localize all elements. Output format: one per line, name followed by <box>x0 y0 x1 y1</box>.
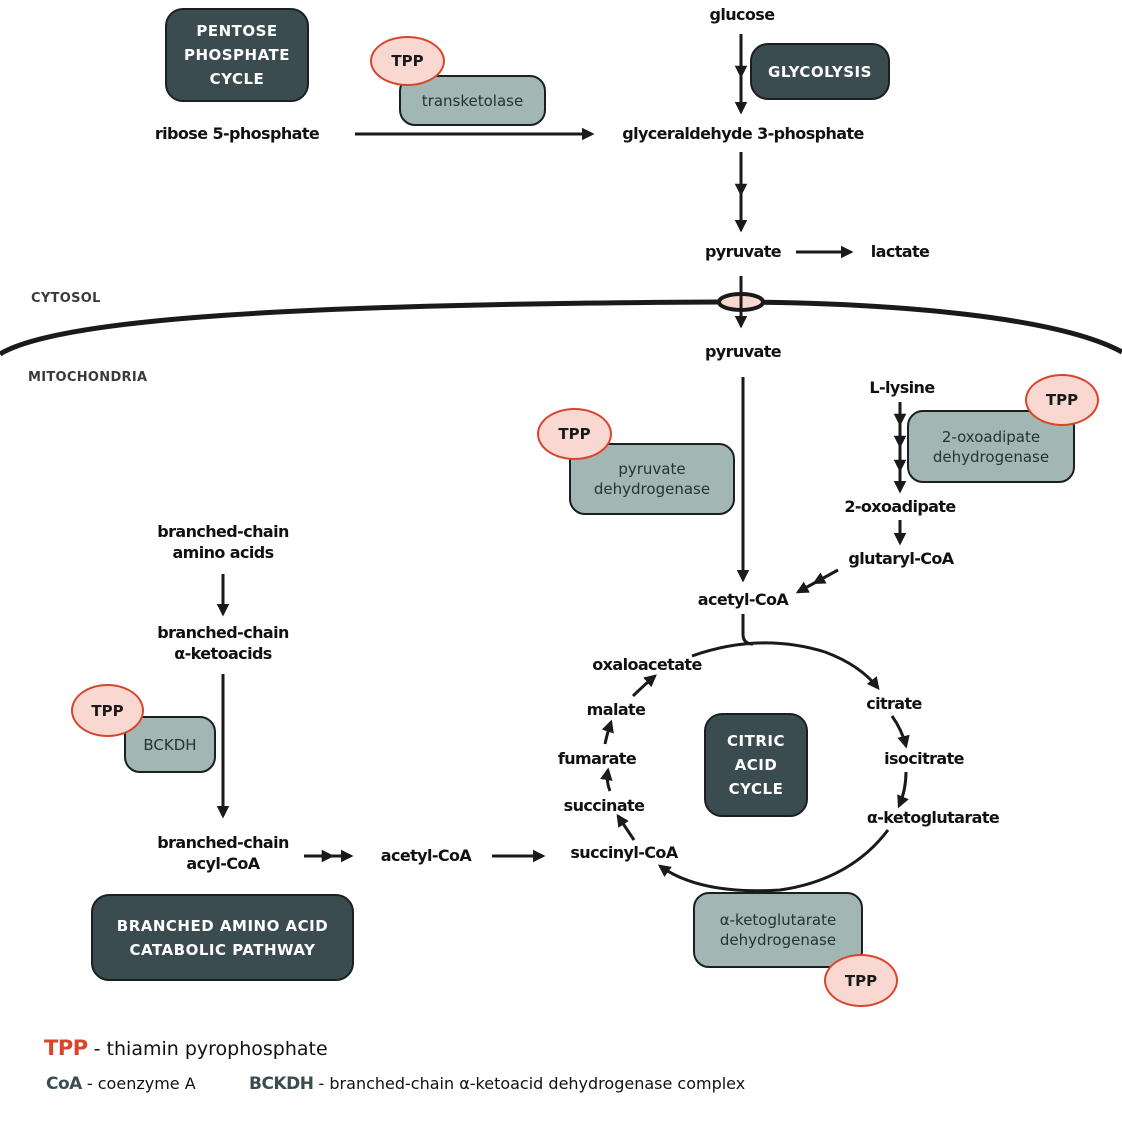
metabolite-branched-chain-alpha-ketoacids: branched-chain α-ketoacids <box>157 623 289 663</box>
metabolite-glyceraldehyde-3-phosphate: glyceraldehyde 3-phosphate <box>622 124 864 143</box>
arc-succinate-to-fumarate <box>600 767 613 792</box>
tpp-cofactor-bckdh: TPP <box>71 684 144 737</box>
legend-tpp-definition: - thiamin pyrophosphate <box>87 1038 328 1060</box>
legend-coa-definition: - coenzyme A <box>81 1074 196 1093</box>
arc-fumarate-to-malate <box>601 719 614 745</box>
metabolite-pyruvate-cytosol: pyruvate <box>704 242 782 261</box>
tpp-cofactor-2-oxoadipate-dehydrogenase: TPP <box>1025 374 1099 426</box>
legend-bckdh: BCKDH - branched-chain α-ketoacid dehydr… <box>249 1074 745 1094</box>
legend-coa-abbr: CoA <box>46 1074 82 1094</box>
legend-tpp-abbr: TPP <box>44 1036 88 1060</box>
pathway-citric-acid-cycle: CITRIC ACID CYCLE <box>704 713 808 817</box>
legend-tpp: TPP - thiamin pyrophosphate <box>44 1036 328 1060</box>
metabolite-acetyl-coa-main: acetyl-CoA <box>697 590 789 609</box>
metabolite-succinate: succinate <box>563 796 645 815</box>
legend-bckdh-definition: - branched-chain α-ketoacid dehydrogenas… <box>313 1074 746 1093</box>
pathway-branched-amino-acid-catabolic: BRANCHED AMINO ACID CATABOLIC PATHWAY <box>91 894 354 981</box>
metabolite-glutaryl-coa: glutaryl-CoA <box>848 549 954 568</box>
arc-citrate-to-isocitrate <box>890 715 910 749</box>
metabolite-pyruvate-mitochondria: pyruvate <box>704 342 782 361</box>
metabolite-branched-chain-acyl-coa: branched-chain acyl-CoA <box>157 833 289 873</box>
pathway-pentose-phosphate-cycle: PENTOSE PHOSPHATE CYCLE <box>165 8 309 102</box>
arrow-glutarylcoa-to-acetylcoa <box>795 568 839 594</box>
metabolite-glucose: glucose <box>709 5 776 24</box>
arc-akg-to-succinylcoa <box>657 829 890 893</box>
metabolite-oxaloacetate: oxaloacetate <box>592 655 702 674</box>
arc-isocitrate-to-akg <box>897 771 909 809</box>
connector-acetylcoa-to-cycle <box>741 614 754 646</box>
legend-coa: CoA - coenzyme A <box>46 1074 196 1094</box>
arc-succinylcoa-to-succinate <box>616 813 636 841</box>
arc-oxaloacetate-to-citrate <box>691 641 880 690</box>
tpp-cofactor-transketolase: TPP <box>370 36 445 86</box>
mitochondrial-membrane <box>0 299 1122 357</box>
legend-bckdh-abbr: BCKDH <box>249 1074 314 1094</box>
metabolite-branched-chain-amino-acids: branched-chain amino acids <box>157 522 289 562</box>
metabolite-2-oxoadipate: 2-oxoadipate <box>844 497 956 516</box>
region-label-cytosol: CYTOSOL <box>31 291 101 306</box>
metabolite-malate: malate <box>586 700 646 719</box>
arc-malate-to-oxaloacetate <box>631 674 657 698</box>
metabolite-isocitrate: isocitrate <box>884 749 964 768</box>
metabolite-citrate: citrate <box>866 694 922 713</box>
metabolite-lactate: lactate <box>870 242 930 261</box>
metabolite-fumarate: fumarate <box>557 749 637 768</box>
tpp-cofactor-alpha-ketoglutarate-dehydrogenase: TPP <box>824 954 898 1007</box>
metabolite-ribose-5-phosphate: ribose 5-phosphate <box>154 124 320 143</box>
tpp-cofactor-pyruvate-dehydrogenase: TPP <box>537 408 612 460</box>
pathway-glycolysis: GLYCOLYSIS <box>750 43 890 100</box>
region-label-mitochondria: MITOCHONDRIA <box>28 370 148 385</box>
metabolite-l-lysine: L-lysine <box>869 378 935 397</box>
enzyme-alpha-ketoglutarate-dehydrogenase: α-ketoglutarate dehydrogenase <box>693 892 863 968</box>
metabolite-acetyl-coa-branched: acetyl-CoA <box>380 846 472 865</box>
metabolite-succinyl-coa: succinyl-CoA <box>570 843 678 862</box>
enzyme-pyruvate-dehydrogenase: pyruvate dehydrogenase <box>569 443 735 515</box>
enzyme-bckdh: BCKDH <box>124 716 216 773</box>
metabolite-alpha-ketoglutarate: α-ketoglutarate <box>866 808 1000 827</box>
